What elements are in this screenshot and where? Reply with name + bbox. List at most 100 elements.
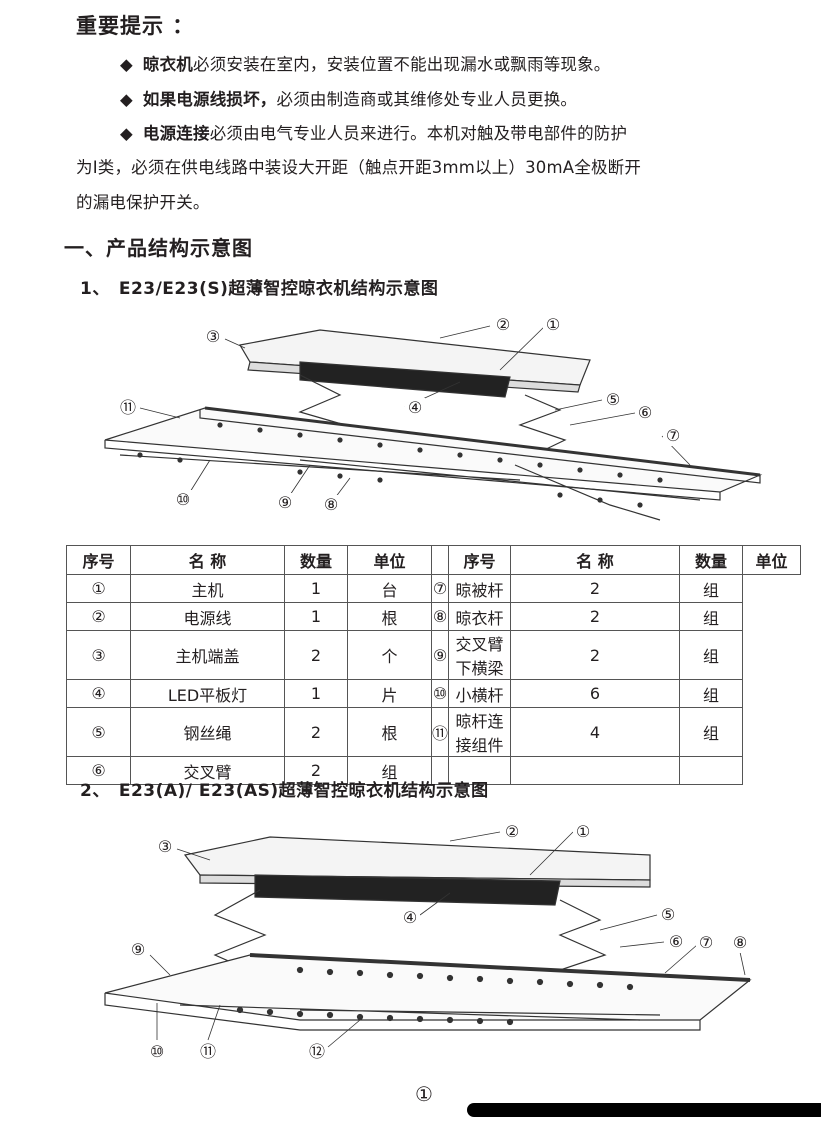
notice-item-1: ◆ 晾衣机必须安装在室内，安装位置不能出现漏水或飘雨等现象。 [120,55,611,75]
notice-continued-line-1: 为Ⅰ类，必须在供电线路中装设大开距（触点开距3mm以上）30mA全极断开 [76,158,642,177]
table-cell: 组 [679,630,744,680]
diagram1-title: 1、 E23/E23(S)超薄智控晾衣机结构示意图 [80,279,439,299]
callout-1: ① [573,822,593,842]
table-cell: 2 [510,574,681,603]
callout-7: ⑦ [696,933,716,953]
callout-8: ⑧ [730,933,750,953]
table-header-row: 序号 名 称 数量 单位 序号 名 称 数量 单位 [66,545,802,575]
table-cell: 2 [284,630,348,680]
callout-9: ⑨ [128,940,148,960]
notice-item-3: ◆电源连接必须由电气专业人员来进行。本机对触及带电部件的防护 [120,124,627,144]
diagram1-drawing [104,325,763,521]
table-cell: 2 [284,756,348,785]
callout-11: ⑪ [198,1042,218,1062]
table-cell: 组 [347,756,432,785]
callout-9: ⑨ [275,493,295,513]
table-cell: ⑩ [430,679,450,708]
notice-bold: 晾衣机 [142,55,193,74]
diamond-bullet-icon: ◆ [120,90,133,109]
table-cell: 组 [679,707,744,757]
table-cell: ② [66,602,131,631]
table-cell [510,756,681,785]
callout-5: ⑤ [658,905,678,925]
table-cell: 根 [347,707,432,757]
notice-item-2: ◆ 如果电源线损坏，必须由制造商或其维修处专业人员更换。 [120,90,577,110]
home-indicator-bar[interactable] [467,1103,821,1117]
table-cell: 2 [510,602,681,631]
diagram2-drawing [104,831,752,1048]
callout-2: ② [493,315,513,335]
header-cell: 序号 [66,545,131,575]
notice-text: 必须由电气专业人员来进行。本机对触及带电部件的防护 [209,124,628,143]
table-cell: 1 [284,602,348,631]
table-cell: 交叉臂下横梁 [448,630,512,680]
callout-12: ⑫ [307,1042,327,1062]
callout-10: ⑩ [147,1042,167,1062]
table-cell: 小横杆 [448,679,512,708]
callout-8: ⑧ [321,495,341,515]
diagram2-title: 2、 E23(A)/ E23(AS)超薄智控晾衣机结构示意图 [80,781,489,801]
callout-2: ② [502,822,522,842]
table-cell: ⑪ [430,707,450,757]
header-cell: 序号 [448,545,512,575]
callout-4: ④ [405,398,425,418]
notice-bold: 电源连接 [142,124,210,143]
table-cell: 交叉臂 [130,756,285,785]
callout-3: ③ [155,837,175,857]
table-cell: 台 [347,574,432,603]
table-cell: 组 [679,679,744,708]
table-cell: 组 [679,602,744,631]
table-cell: 主机 [130,574,285,603]
section-title: 一、产品结构示意图 [64,236,253,260]
table-cell: 1 [284,574,348,603]
table-cell [430,756,450,785]
table-cell: ④ [66,679,131,708]
callout-10: ⑩ [173,490,193,510]
table-cell: ⑨ [430,630,450,680]
table-cell: 根 [347,602,432,631]
table-cell: 2 [510,630,681,680]
table-cell: 组 [679,574,744,603]
table-cell [448,756,512,785]
notice-continued-line-2: 的漏电保护开关。 [76,193,210,212]
callout-6: ⑥ [666,932,686,952]
diamond-bullet-icon: ◆ [120,55,133,74]
table-cell: 电源线 [130,602,285,631]
table-cell: LED平板灯 [130,679,285,708]
callout-3: ③ [203,327,223,347]
notice-bold: 如果电源线损坏， [142,90,277,109]
table-cell: 主机端盖 [130,630,285,680]
page-number: ① [415,1082,433,1106]
table-cell: ⑤ [66,707,131,757]
callout-7: ⑦ [663,426,683,446]
table-cell: 2 [284,707,348,757]
header-cell: 名 称 [130,545,285,575]
table-cell: 个 [347,630,432,680]
table-cell: 晾被杆 [448,574,512,603]
table-cell: 钢丝绳 [130,707,285,757]
notice-title: 重要提示 ： [76,14,195,38]
header-cell: 名 称 [510,545,681,575]
table-cell: 晾衣杆 [448,602,512,631]
callout-5: ⑤ [603,390,623,410]
table-cell: 4 [510,707,681,757]
notice-text: 必须安装在室内，安装位置不能出现漏水或飘雨等现象。 [193,55,611,74]
notice-text: 必须由制造商或其维修处专业人员更换。 [276,90,578,109]
table-cell: ⑦ [430,574,450,603]
callout-11: ⑪ [118,398,138,418]
header-cell: 数量 [284,545,348,575]
header-cell: 单位 [347,545,432,575]
table-cell: 晾杆连接组件 [448,707,512,757]
table-cell: 片 [347,679,432,708]
table-cell: ① [66,574,131,603]
table-gap [430,545,450,575]
table-cell: 1 [284,679,348,708]
callout-6: ⑥ [635,403,655,423]
table-cell [679,756,744,785]
